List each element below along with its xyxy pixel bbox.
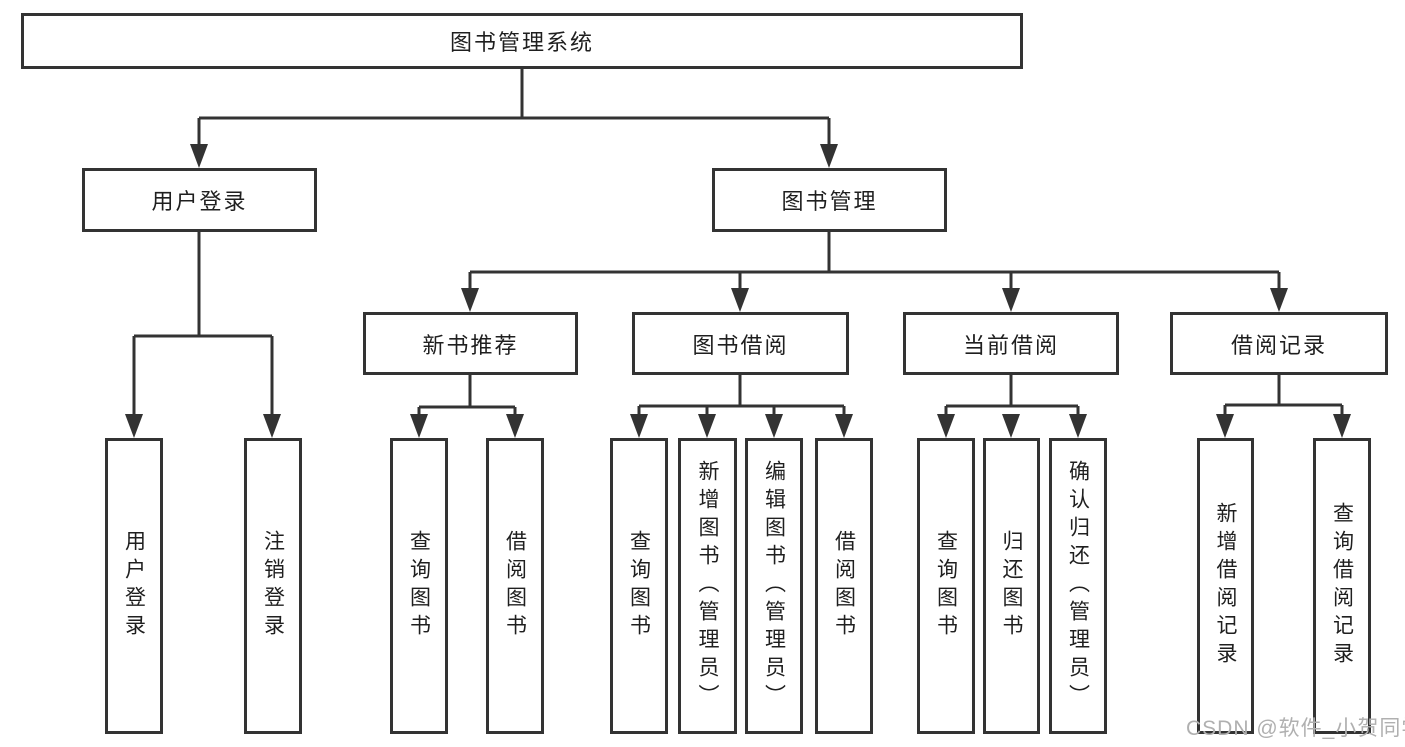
leaf-label: 用户登录 <box>122 530 146 642</box>
node-current-borrowing: 当前借阅 <box>903 312 1119 375</box>
leaf-add-book-admin: 新增图书（管理员） <box>678 438 737 734</box>
node-book-management: 图书管理 <box>712 168 947 232</box>
node-label: 当前借阅 <box>962 332 1059 358</box>
leaf-query-book-recommend: 查询图书 <box>390 438 448 734</box>
leaf-label: 归还图书 <box>1000 530 1023 642</box>
connector-records-to-leaves <box>1216 375 1351 438</box>
node-borrowing-records: 借阅记录 <box>1170 312 1388 375</box>
leaf-label: 查询图书 <box>934 530 958 642</box>
connector-borrow-to-leaves <box>630 375 853 438</box>
leaf-query-borrow-record: 查询借阅记录 <box>1313 438 1371 734</box>
leaf-label: 新增借阅记录 <box>1214 502 1237 670</box>
leaf-borrow-book: 借阅图书 <box>815 438 873 734</box>
leaf-label: 借阅图书 <box>832 530 856 642</box>
leaf-label: 新增图书（管理员） <box>696 460 719 712</box>
connector-current-to-leaves <box>937 375 1087 438</box>
node-label: 新书推荐 <box>422 332 519 358</box>
node-library-management-system: 图书管理系统 <box>21 13 1023 69</box>
node-label: 图书管理 <box>781 189 878 214</box>
leaf-label: 查询借阅记录 <box>1330 502 1354 670</box>
node-label: 图书借阅 <box>692 332 789 358</box>
leaf-label: 编辑图书（管理员） <box>762 460 786 712</box>
connector-userlogin-to-leaves <box>125 232 281 438</box>
node-new-book-recommendation: 新书推荐 <box>363 312 578 375</box>
leaf-edit-book-admin: 编辑图书（管理员） <box>745 438 803 734</box>
csdn-watermark: CSDN @软件_小贺同学 <box>1186 717 1405 740</box>
leaf-add-borrow-record: 新增借阅记录 <box>1197 438 1254 734</box>
connector-root-to-level2 <box>190 69 838 168</box>
leaf-label: 查询图书 <box>407 530 431 642</box>
leaf-confirm-return-admin: 确认归还（管理员） <box>1049 438 1107 734</box>
connector-newrec-to-leaves <box>410 375 524 438</box>
node-book-borrowing: 图书借阅 <box>632 312 849 375</box>
leaf-label: 确认归还（管理员） <box>1066 460 1090 712</box>
leaf-label: 借阅图书 <box>503 530 527 642</box>
connector-bookmgmt-to-level3 <box>461 232 1288 312</box>
node-label: 用户登录 <box>151 189 248 214</box>
leaf-label: 查询图书 <box>627 530 651 642</box>
leaf-query-book-borrowing: 查询图书 <box>610 438 668 734</box>
leaf-return-book: 归还图书 <box>983 438 1040 734</box>
leaf-user-login: 用户登录 <box>105 438 163 734</box>
leaf-label: 注销登录 <box>261 530 285 642</box>
leaf-query-book-current: 查询图书 <box>917 438 975 734</box>
leaf-logout: 注销登录 <box>244 438 302 734</box>
node-label: 借阅记录 <box>1230 332 1327 358</box>
node-user-login: 用户登录 <box>82 168 317 232</box>
leaf-borrow-book-recommend: 借阅图书 <box>486 438 544 734</box>
node-label: 图书管理系统 <box>449 30 594 55</box>
